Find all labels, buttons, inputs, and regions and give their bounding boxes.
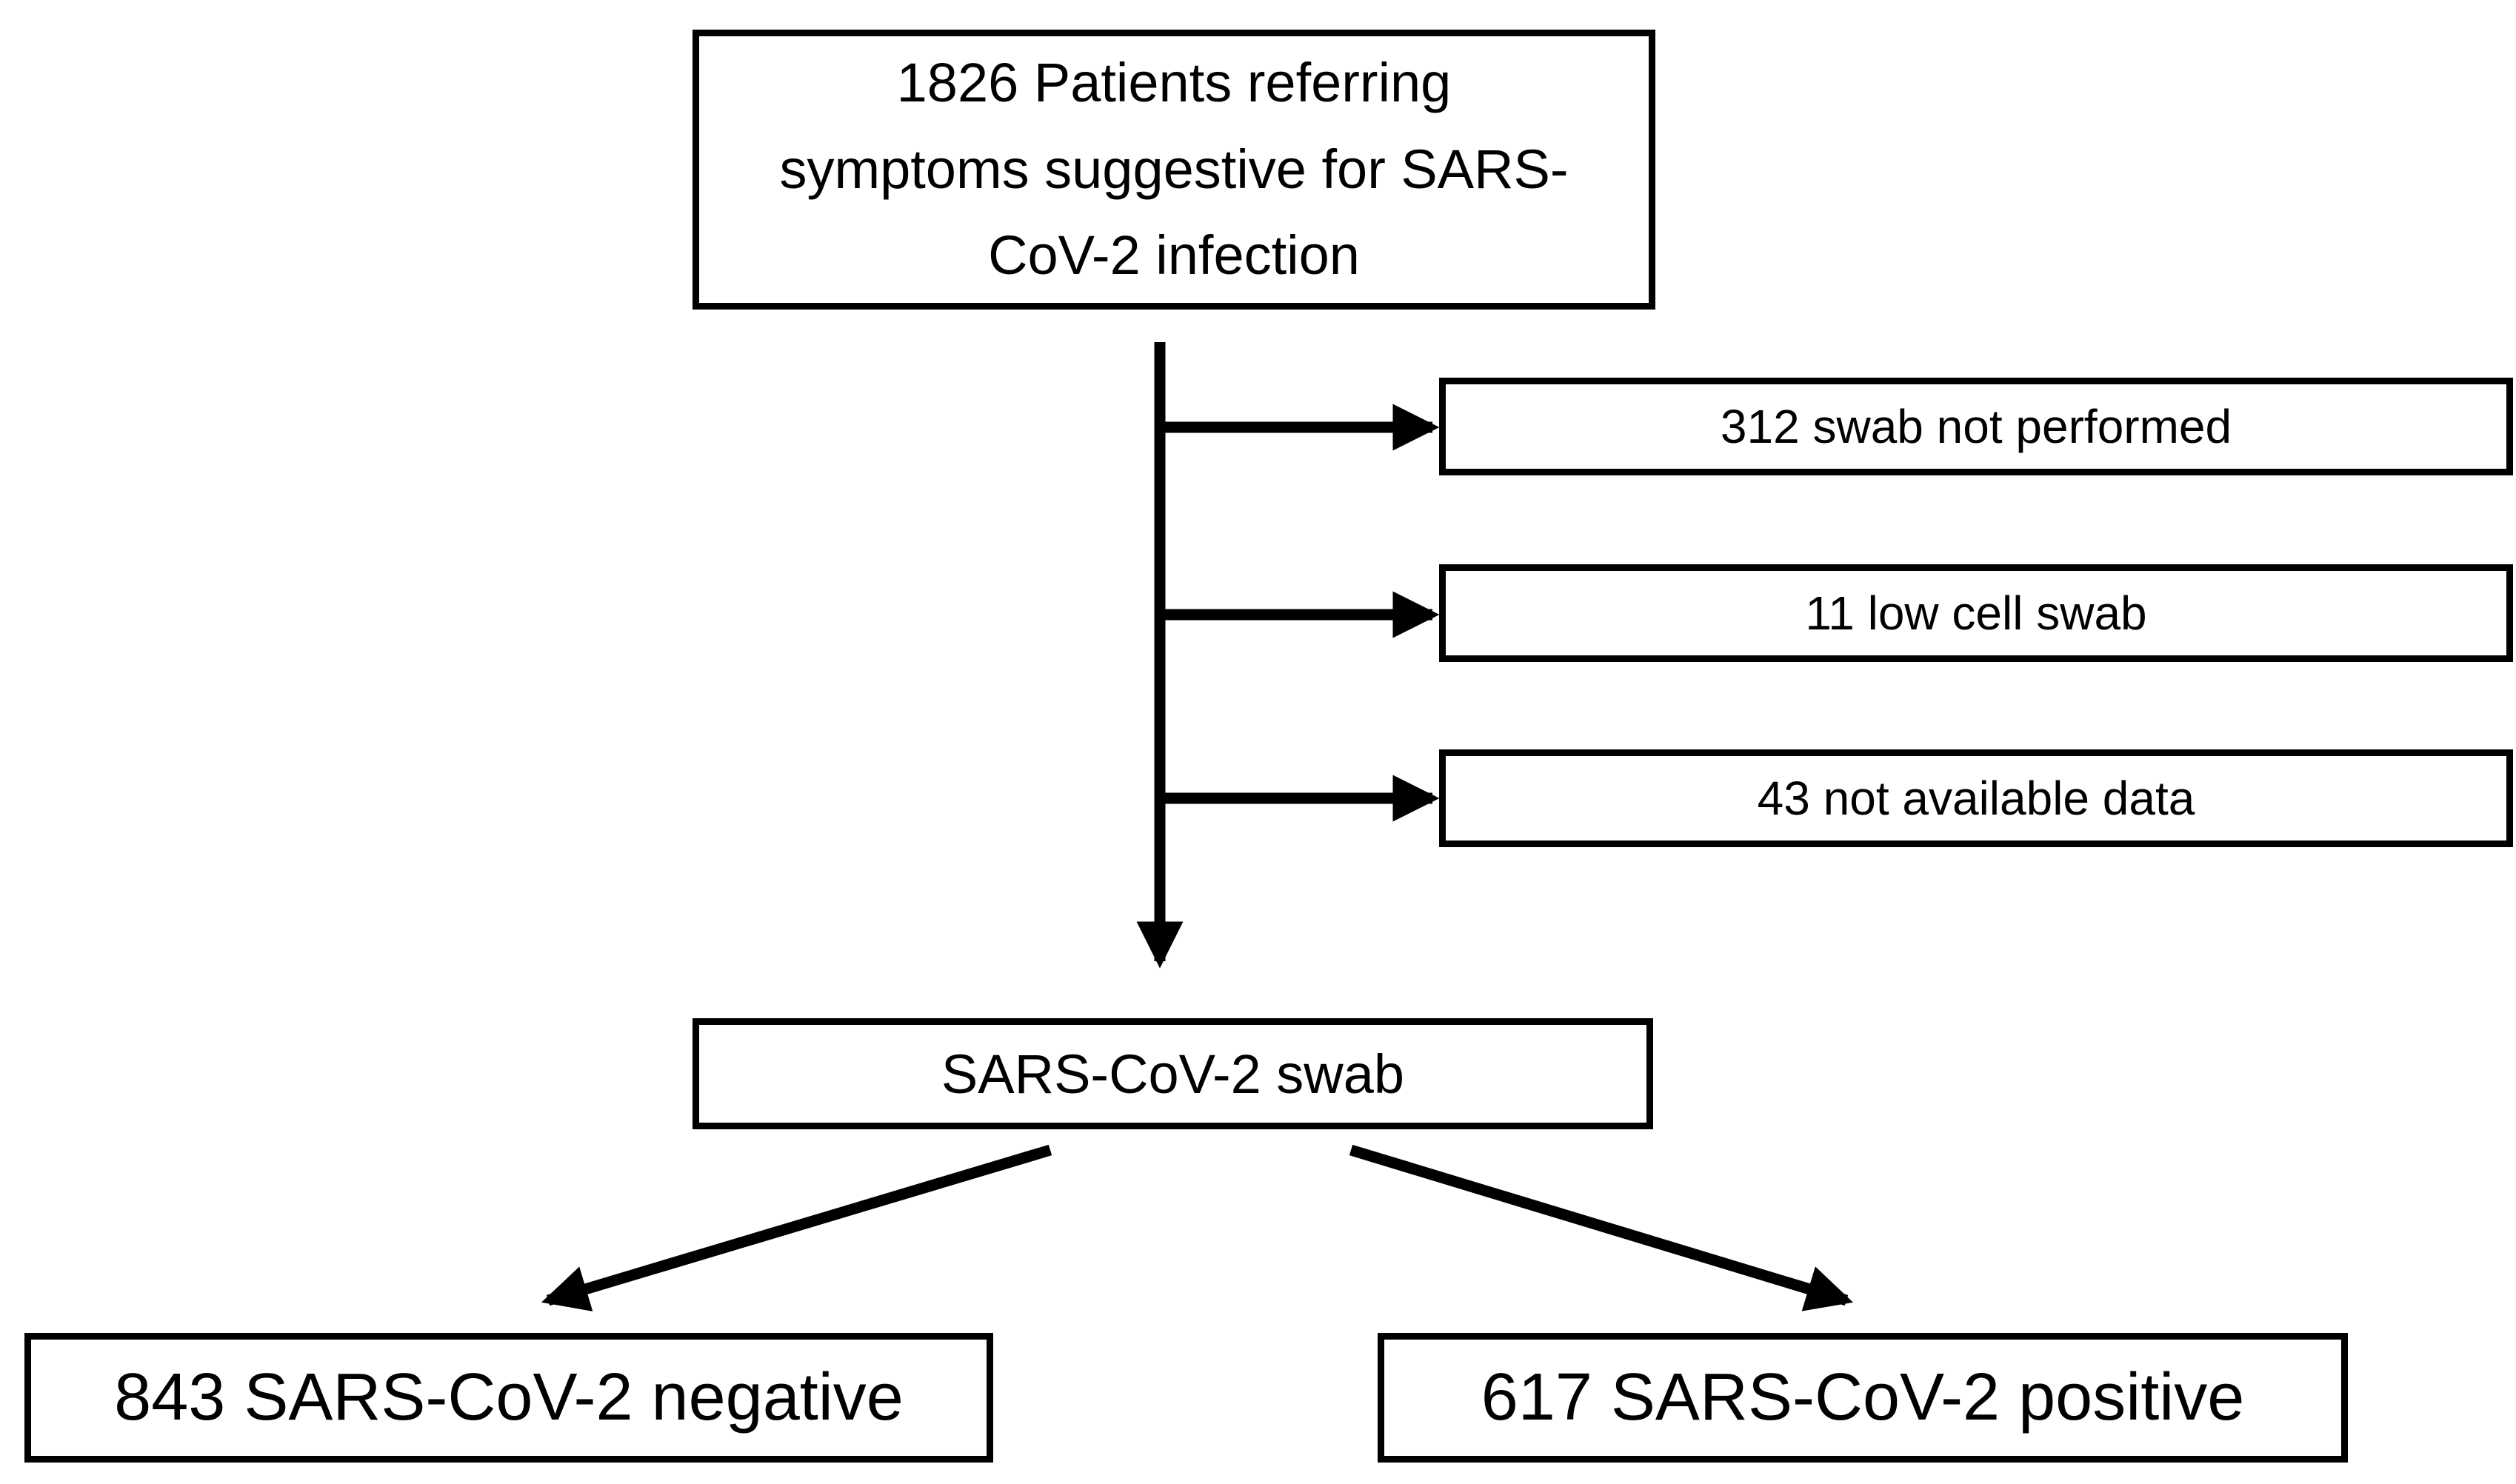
node-patients-referring-line3: CoV-2 infection (988, 224, 1360, 287)
node-low-cell-swab: 11 low cell swab (1439, 564, 2513, 662)
node-patients-referring-line2: symptoms suggestive for SARS- (779, 138, 1569, 200)
node-sars-cov-2-negative: 843 SARS-CoV-2 negative (24, 1333, 993, 1463)
node-patients-referring: 1826 Patients referring symptoms suggest… (693, 30, 1655, 310)
node-not-available-data: 43 not available data (1439, 749, 2513, 847)
node-sars-cov-2-positive: 617 SARS-CoV-2 positive (1378, 1333, 2348, 1463)
diagonal-arrow-left (541, 1144, 1052, 1311)
node-sars-cov-2-swab: SARS-CoV-2 swab (693, 1018, 1653, 1129)
node-patients-referring-line1: 1826 Patients referring (896, 51, 1452, 113)
diagonal-arrow-right (1349, 1144, 1854, 1311)
node-swab-not-performed: 312 swab not performed (1439, 378, 2513, 475)
